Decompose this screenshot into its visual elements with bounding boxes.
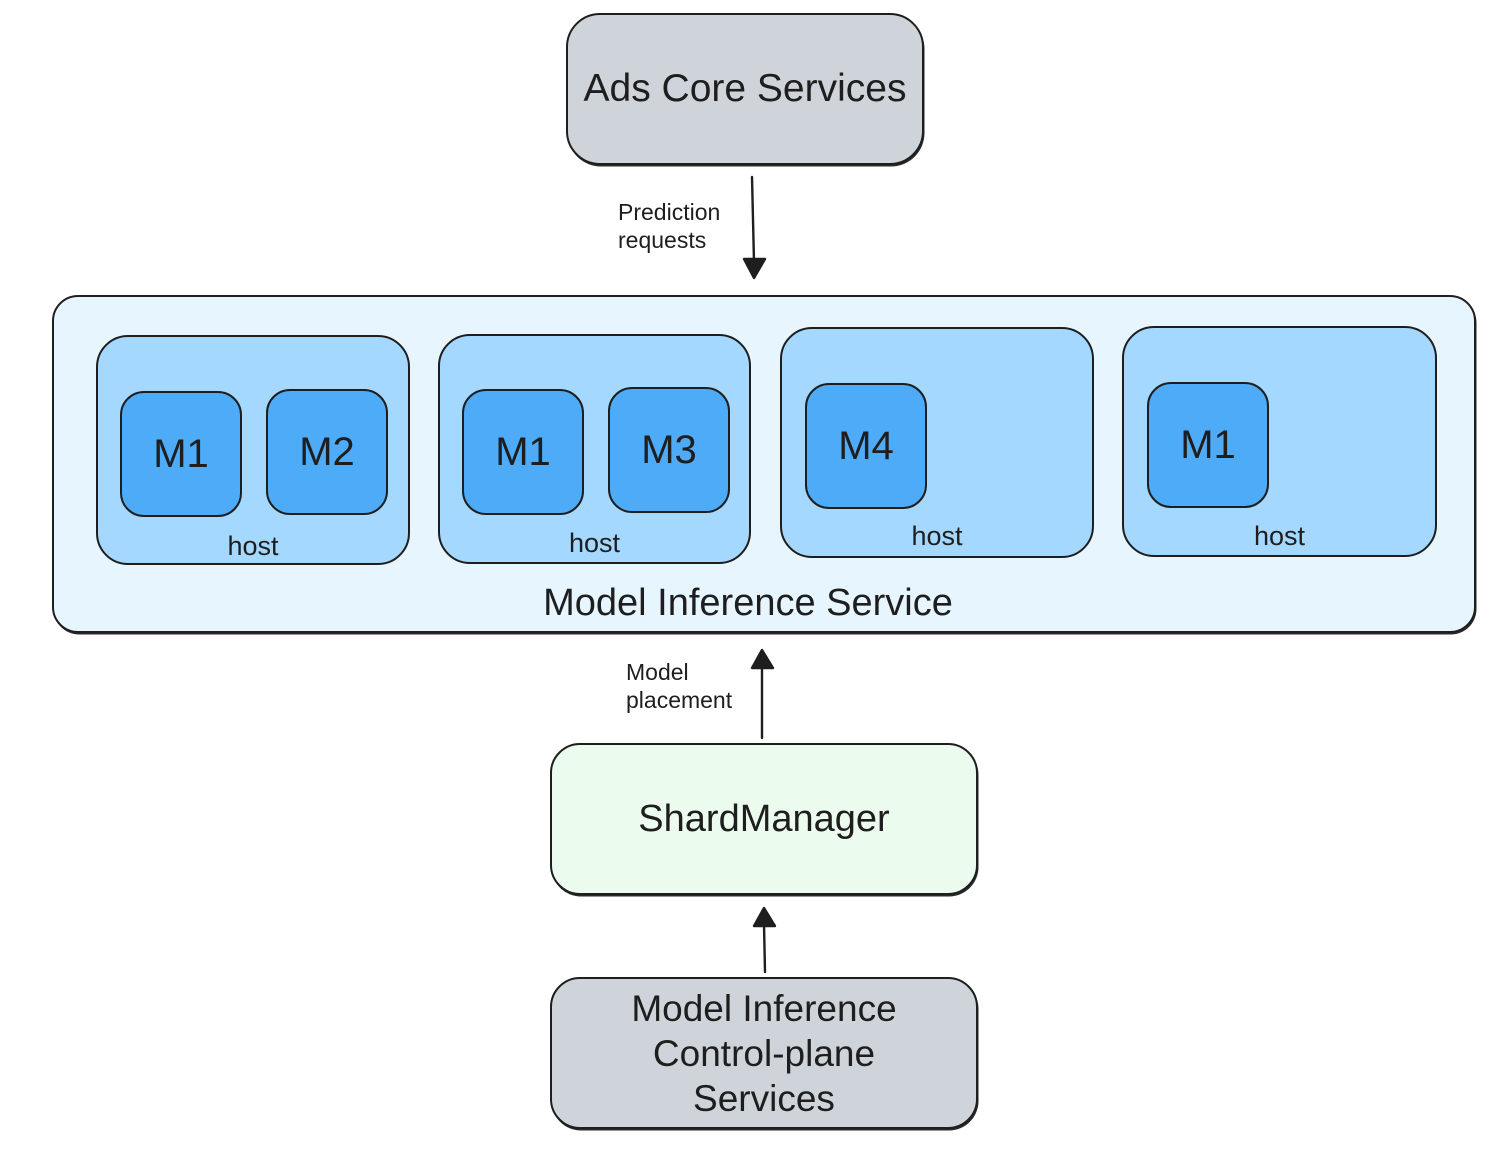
- prediction-requests-line-1: Prediction: [618, 199, 721, 225]
- model-m1: M1: [1147, 382, 1269, 508]
- control-plane-services-node: Model Inference Control-plane Services: [550, 977, 978, 1129]
- prediction-requests-line-2: requests: [618, 227, 707, 253]
- prediction-requests-arrow-line: [750, 175, 756, 264]
- model-m2: M2: [266, 389, 388, 515]
- model-label: M3: [641, 427, 697, 472]
- control-plane-arrowhead: [752, 906, 777, 928]
- model-inference-service-label: Model Inference Service: [543, 582, 953, 624]
- shard-manager-node: ShardManager: [550, 743, 978, 895]
- host-1: M1 M2 host: [96, 335, 410, 565]
- prediction-requests-arrowhead: [742, 257, 767, 280]
- prediction-requests-label: Prediction requests: [618, 198, 720, 254]
- host-2: M1 M3 host: [438, 334, 751, 564]
- model-placement-line-1: Model: [626, 659, 689, 685]
- model-m1: M1: [462, 389, 584, 515]
- ads-core-services-label: Ads Core Services: [583, 67, 907, 110]
- host-label: host: [568, 528, 621, 558]
- model-label: M1: [1180, 422, 1236, 467]
- control-plane-line-1: Model Inference: [631, 987, 897, 1029]
- model-placement-label: Model placement: [626, 658, 732, 714]
- ads-core-services-node: Ads Core Services: [566, 13, 924, 165]
- control-plane-line-2: Control-plane: [652, 1032, 876, 1074]
- host-label: host: [227, 531, 279, 561]
- control-plane-line-3: Services: [693, 1077, 835, 1119]
- model-m1: M1: [120, 391, 242, 517]
- model-label: M4: [838, 423, 894, 468]
- host-label: host: [911, 521, 963, 551]
- control-plane-arrow-line: [762, 922, 767, 974]
- model-placement-arrowhead: [750, 648, 775, 670]
- host-4: M1 host: [1122, 326, 1437, 557]
- model-m3: M3: [608, 387, 730, 513]
- model-label: M1: [153, 431, 209, 476]
- host-label: host: [1253, 521, 1306, 551]
- model-placement-line-2: placement: [626, 687, 733, 713]
- model-m4: M4: [805, 383, 927, 509]
- shard-manager-label: ShardManager: [638, 797, 890, 840]
- model-label: M1: [495, 429, 551, 474]
- host-3: M4 host: [780, 327, 1094, 558]
- model-label: M2: [299, 429, 355, 474]
